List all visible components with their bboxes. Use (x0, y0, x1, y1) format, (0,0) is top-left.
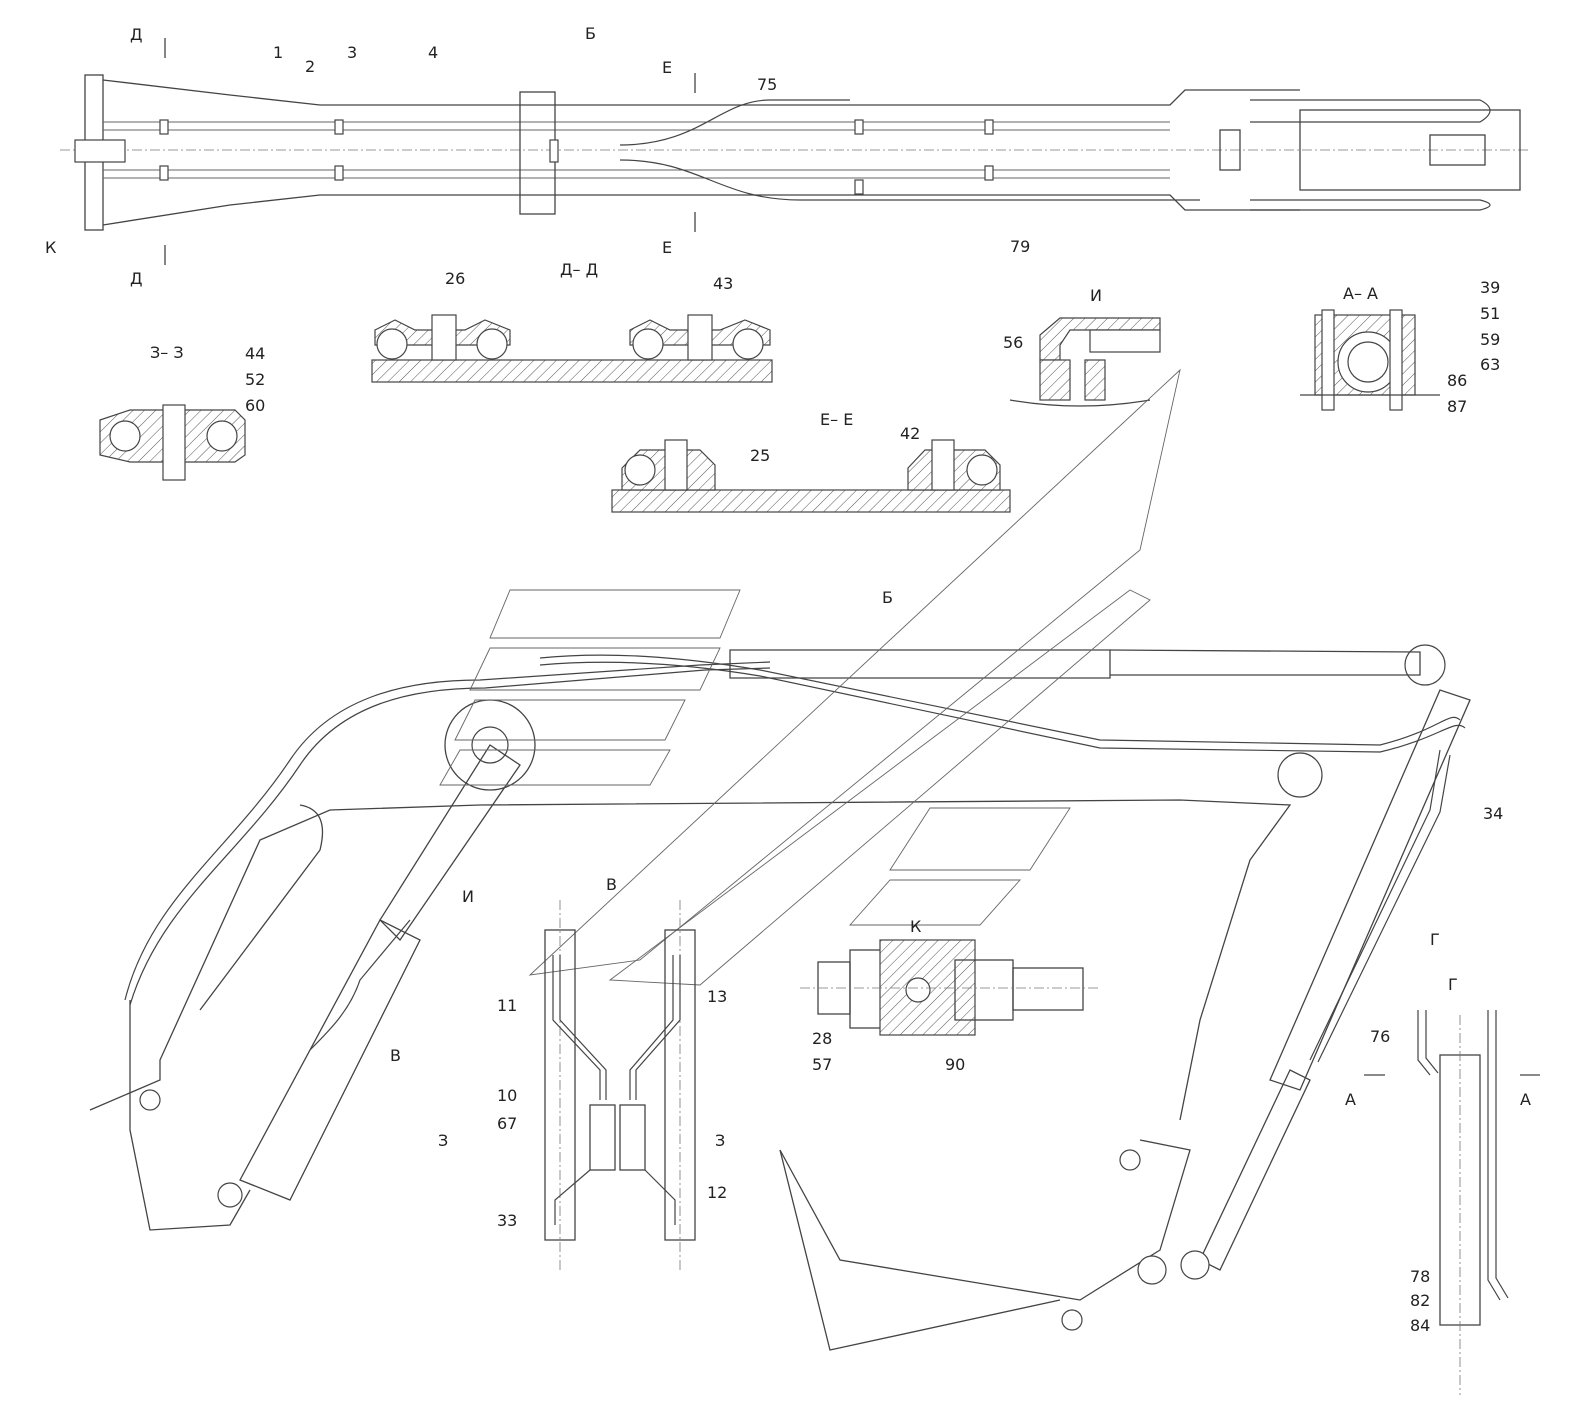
marker-v-main: В (390, 1046, 401, 1065)
callout-34: 34 (1483, 804, 1503, 823)
callout-1: 1 (273, 43, 283, 62)
callout-90: 90 (945, 1055, 965, 1074)
detail-i (1009, 317, 1161, 407)
callout-79: 79 (1010, 237, 1030, 256)
callout-28: 28 (812, 1029, 832, 1048)
section-dd (371, 314, 773, 383)
main-side-view (89, 368, 1471, 1351)
view-g-title: Г (1448, 975, 1458, 994)
marker-b-arrow: Б (882, 588, 893, 607)
section-marker-z-left: З (438, 1131, 448, 1150)
callout-33: 33 (497, 1211, 517, 1230)
callout-25: 25 (750, 446, 770, 465)
section-ee (611, 439, 1011, 513)
callout-60: 60 (245, 396, 265, 415)
overlay-leader-bands (439, 368, 1181, 986)
section-marker-a-left: А (1345, 1090, 1356, 1109)
callout-3: 3 (347, 43, 357, 62)
section-aa (1300, 309, 1440, 411)
detail-i-title: И (1090, 286, 1102, 305)
callout-63: 63 (1480, 355, 1500, 374)
callout-13: 13 (707, 987, 727, 1006)
section-marker-z-right: З (715, 1131, 725, 1150)
marker-i-main: И (462, 887, 474, 906)
callout-57: 57 (812, 1055, 832, 1074)
section-marker-e-bottom: Е (662, 238, 672, 257)
callout-42: 42 (900, 424, 920, 443)
section-marker-e-top: Е (662, 58, 672, 77)
detail-k (800, 939, 1100, 1036)
section-marker-a-right: А (1520, 1090, 1531, 1109)
view-v (544, 900, 696, 1270)
section-marker-d-bottom: Д (130, 269, 143, 288)
callout-84: 84 (1410, 1316, 1430, 1335)
callout-39: 39 (1480, 278, 1500, 297)
callout-82: 82 (1410, 1291, 1430, 1310)
callout-86: 86 (1447, 371, 1467, 390)
callout-67: 67 (497, 1114, 517, 1133)
callout-51: 51 (1480, 304, 1500, 323)
callout-75: 75 (757, 75, 777, 94)
callout-26: 26 (445, 269, 465, 288)
section-aa-title: А– А (1343, 284, 1378, 303)
section-dd-title: Д– Д (560, 260, 598, 279)
detail-k-title: К (910, 917, 922, 936)
section-ee-title: Е– Е (820, 410, 853, 429)
callout-11: 11 (497, 996, 517, 1015)
callout-59: 59 (1480, 330, 1500, 349)
callout-78: 78 (1410, 1267, 1430, 1286)
clamp-marks (159, 119, 994, 195)
top-view-boom (60, 38, 1530, 265)
section-marker-d-top: Д (130, 25, 143, 44)
callout-76: 76 (1370, 1027, 1390, 1046)
view-g (1364, 1010, 1540, 1395)
marker-g-main: Г (1430, 930, 1440, 949)
callout-52: 52 (245, 370, 265, 389)
callout-12: 12 (707, 1183, 727, 1202)
callout-10: 10 (497, 1086, 517, 1105)
detail-marker-k: К (45, 238, 57, 257)
section-zz-title: З– З (150, 343, 184, 362)
callout-87: 87 (1447, 397, 1467, 416)
top-view-title: Б (585, 24, 596, 43)
callout-4: 4 (428, 43, 438, 62)
callout-43: 43 (713, 274, 733, 293)
section-zz (99, 404, 246, 481)
callout-44: 44 (245, 344, 265, 363)
callout-56: 56 (1003, 333, 1023, 352)
callout-2: 2 (305, 57, 315, 76)
view-v-title: В (606, 875, 617, 894)
